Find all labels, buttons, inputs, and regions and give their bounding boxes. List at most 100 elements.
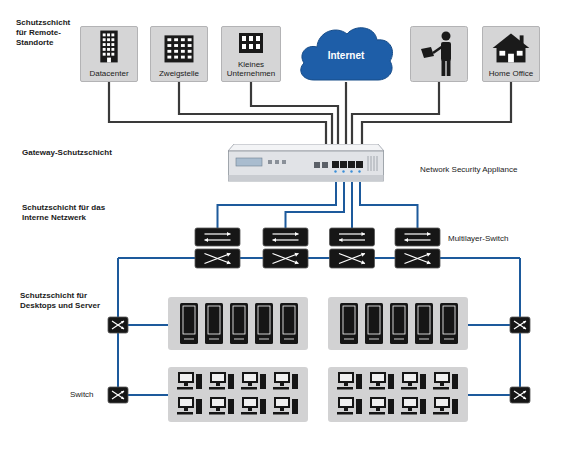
server-rack-slot — [284, 339, 294, 340]
monitor-screen — [372, 399, 384, 406]
site-connector — [345, 82, 347, 144]
switch-arrow — [339, 239, 365, 240]
keyboard — [241, 387, 257, 390]
switch-arrow-head — [295, 232, 299, 236]
building-window — [111, 33, 114, 36]
pc-tower — [292, 374, 298, 389]
building-window — [107, 53, 110, 56]
building-window — [181, 56, 185, 59]
monitor-stand — [280, 383, 284, 386]
monitor — [434, 397, 450, 408]
multilayer-switch-top — [195, 228, 240, 246]
monitor-stand — [216, 383, 220, 386]
keyboard — [273, 412, 289, 415]
switch-arrow-head — [121, 391, 124, 394]
multilayer-switch-top — [263, 228, 308, 246]
house-body — [497, 47, 526, 62]
switch-arrow-head — [361, 260, 365, 264]
monitor — [242, 397, 258, 408]
appliance-vent — [374, 156, 375, 171]
keyboard — [401, 412, 417, 415]
monitor-screen — [372, 374, 384, 381]
building-window — [256, 36, 260, 41]
person-head — [442, 32, 451, 41]
keyboard — [369, 412, 385, 415]
building-window — [107, 38, 110, 41]
server-panel — [328, 297, 468, 350]
monitor-screen — [340, 374, 352, 381]
monitor-screen — [276, 374, 288, 381]
server-panel — [168, 297, 308, 350]
monitor — [370, 372, 386, 383]
appliance-port — [332, 161, 339, 168]
keyboard — [209, 387, 225, 390]
pc-tower — [420, 399, 426, 414]
building-window — [167, 50, 171, 53]
layer-band: Schutzschicht für Desktops und Server — [12, 281, 558, 441]
multilayer-switch-bottom — [395, 249, 440, 268]
appliance-led — [334, 170, 336, 172]
appliance-port — [314, 162, 320, 168]
building-window — [256, 44, 260, 49]
keyboard — [337, 387, 353, 390]
building-window — [167, 38, 171, 41]
monitor-stand — [408, 408, 412, 411]
switch-arrow — [112, 391, 124, 399]
pc-tower — [228, 374, 234, 389]
switch-arrow-head — [227, 260, 231, 264]
switch-arrow — [339, 233, 365, 234]
monitor-stand — [408, 383, 412, 386]
server-rack — [365, 303, 383, 344]
appliance-button — [282, 160, 286, 164]
building-icon — [222, 27, 280, 55]
person-arm — [433, 46, 443, 53]
monitor-screen — [212, 374, 224, 381]
appliance-led — [358, 170, 360, 172]
keyboard — [433, 412, 449, 415]
switch-arrow-head — [295, 260, 299, 264]
switch-arrow-head — [205, 238, 209, 242]
monitor — [274, 372, 290, 383]
part-label: Switch — [70, 390, 94, 400]
server-rack-slot — [369, 339, 379, 340]
switch-arrow — [514, 391, 526, 399]
pc-tower — [292, 399, 298, 414]
monitor-stand — [184, 383, 188, 386]
keyboard — [433, 387, 449, 390]
server-rack-door — [233, 306, 245, 334]
appliance-display — [236, 158, 262, 166]
switch-arrow — [112, 321, 124, 329]
server-rack-door — [208, 306, 220, 334]
server-rack-slot — [234, 339, 244, 340]
server-rack-slot — [209, 339, 219, 340]
server-rack-slot — [419, 339, 429, 340]
switch-arrow — [405, 239, 431, 240]
server-rack — [280, 303, 298, 344]
site-label: Zweigstelle — [159, 69, 199, 78]
switch-arrow-head — [121, 396, 124, 399]
site-connector — [362, 82, 511, 144]
server-rack-slot — [394, 339, 404, 340]
monitor — [338, 397, 354, 408]
keyboard — [369, 387, 385, 390]
server-rack — [205, 303, 223, 344]
monitor-stand — [440, 408, 444, 411]
appliance-port — [348, 161, 355, 168]
appliance-button — [268, 160, 272, 164]
monitor-stand — [184, 408, 188, 411]
building-window — [111, 53, 114, 56]
layer-band: Schutzschicht für Remote-StandorteDatace… — [12, 8, 558, 128]
part-label: Multilayer-Switch — [448, 234, 508, 244]
appliance-port — [356, 161, 363, 168]
pc-tower — [388, 374, 394, 389]
monitor-stand — [376, 383, 380, 386]
house-window — [499, 51, 505, 56]
appliance-button — [275, 160, 279, 164]
building-window — [242, 36, 246, 41]
monitor-screen — [180, 374, 192, 381]
monitor-stand — [440, 383, 444, 386]
monitor-screen — [180, 399, 192, 406]
server-rack-slot — [444, 339, 454, 340]
multilayer-switch-bottom — [195, 249, 240, 268]
